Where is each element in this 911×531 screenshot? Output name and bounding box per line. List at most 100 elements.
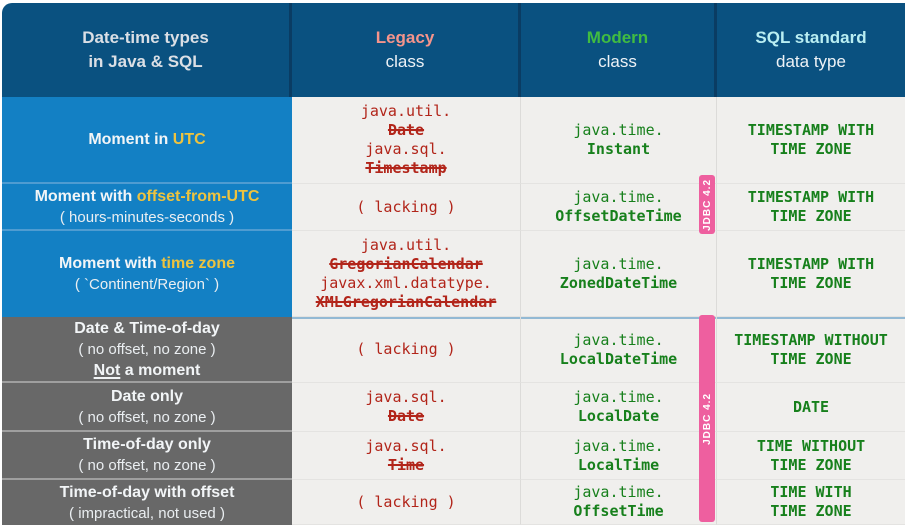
sql-type-line: TIME WITH [770, 483, 852, 501]
header-title-line1: Date-time types [82, 28, 209, 47]
row-title: Time-of-day with offset [59, 483, 235, 501]
lacking-label: ( lacking ) [356, 340, 456, 358]
legacy-cell-moment-in-utc: java.util. Date java.sql. Timestamp [292, 97, 521, 184]
sql-cell-timestamp-with-tz-3: TIMESTAMP WITH TIME ZONE [717, 231, 905, 317]
header-cell-sql: SQL standard data type [717, 3, 905, 97]
modern-package-line: java.time. [573, 188, 664, 206]
sql-type-line: TIME ZONE [770, 502, 852, 520]
row-subtitle: ( no offset, no zone ) [78, 408, 216, 426]
legacy-cell-lacking-2: ( lacking ) [292, 317, 521, 383]
legacy-cell-sql-time: java.sql. Time [292, 432, 521, 480]
legacy-class-line: Timestamp [365, 159, 447, 177]
legacy-package-line: javax.xml.datatype. [320, 273, 492, 292]
row-title: Date only [110, 387, 183, 405]
jdbc-badge-local-types: JDBC 4.2 [699, 315, 715, 522]
sql-type-line: TIME ZONE [770, 140, 852, 158]
jdbc-badge-offsetdatetime: JDBC 4.2 [699, 175, 715, 234]
legacy-package-line: java.sql. [365, 140, 447, 158]
lacking-label: ( lacking ) [356, 197, 456, 216]
jdbc-badge-label: JDBC 4.2 [701, 178, 713, 231]
header-legacy-label: Legacy [375, 28, 435, 47]
jdbc-badge-label: JDBC 4.2 [701, 392, 713, 445]
row-label-timeofday-only: Time-of-day only ( no offset, no zone ) [2, 432, 292, 480]
row-label-date-timeofday: Date & Time-of-day ( no offset, no zone … [2, 317, 292, 383]
sql-cell-date: DATE [717, 383, 905, 432]
sql-type-line: TIMESTAMP WITH [747, 188, 875, 206]
modern-package-line: java.time. [573, 121, 664, 139]
legacy-class-line: Date [387, 407, 425, 425]
legacy-package-line: java.util. [360, 235, 452, 254]
row-subtitle: ( no offset, no zone ) [78, 457, 216, 474]
row-note-text: a moment [120, 361, 201, 379]
row-subtitle: ( `Continent/Region` ) [74, 276, 220, 293]
legacy-class-line: Time [387, 455, 425, 474]
row-note: Not a moment [94, 360, 201, 381]
modern-package-line: java.time. [573, 254, 664, 273]
header-sql-sublabel: data type [776, 52, 846, 71]
legacy-class-line: GregorianCalendar [329, 254, 483, 273]
modern-class-line: ZonedDateTime [559, 273, 678, 292]
row-title-highlight: time zone [161, 255, 235, 272]
modern-package-line: java.time. [573, 330, 664, 349]
row-title-highlight: UTC [172, 131, 206, 148]
modern-cell-localdatetime: java.time. LocalDateTime [521, 317, 717, 383]
row-title: Date & Time-of-day [74, 319, 220, 337]
sql-type-line: TIME ZONE [770, 273, 852, 292]
lacking-label: ( lacking ) [356, 492, 456, 511]
datetime-types-table: Date-time types in Java & SQL Legacy cla… [2, 3, 905, 525]
row-subtitle: ( impractical, not used ) [69, 504, 225, 522]
modern-cell-zoneddatetime: java.time. ZonedDateTime [521, 231, 717, 317]
header-cell-legacy: Legacy class [292, 3, 521, 97]
sql-type-line: TIME WITHOUT [756, 436, 866, 455]
row-subtitle: ( no offset, no zone ) [78, 340, 216, 358]
legacy-cell-sql-date: java.sql. Date [292, 383, 521, 432]
header-title-line2: in Java & SQL [88, 52, 203, 71]
sql-type-line: TIME ZONE [770, 455, 852, 474]
row-note-underlined: Not [93, 361, 121, 379]
row-title: Moment with offset-from-UTC [35, 186, 260, 207]
row-title-text: Moment with [34, 187, 137, 205]
legacy-cell-gregoriancalendar: java.util. GregorianCalendar javax.xml.d… [292, 231, 521, 317]
sql-cell-timestamp-without-tz: TIMESTAMP WITHOUT TIME ZONE [717, 317, 905, 383]
sql-cell-time-without-tz: TIME WITHOUT TIME ZONE [717, 432, 905, 480]
legacy-package-line: java.sql. [365, 436, 447, 455]
modern-class-line: OffsetDateTime [555, 207, 682, 225]
modern-cell-instant: java.time. Instant [521, 97, 717, 184]
modern-class-line: LocalDate [577, 407, 660, 425]
modern-class-line: Instant [586, 140, 651, 158]
legacy-package-line: java.sql. [365, 388, 447, 406]
header-sql-label: SQL standard [755, 28, 867, 47]
modern-package-line: java.time. [573, 483, 664, 501]
legacy-cell-lacking-3: ( lacking ) [292, 480, 521, 525]
row-title-text: Moment in [88, 131, 173, 148]
row-label-moment-offset: Moment with offset-from-UTC ( hours-minu… [2, 184, 292, 231]
sql-type-line: TIMESTAMP WITH [747, 254, 875, 273]
modern-class-line: OffsetTime [573, 502, 664, 520]
sql-type-line: TIMESTAMP WITH [747, 121, 875, 139]
row-subtitle: ( hours-minutes-seconds ) [59, 208, 235, 226]
legacy-class-line: Date [387, 121, 425, 139]
modern-cell-localdate: java.time. LocalDate [521, 383, 717, 432]
legacy-package-line: java.util. [360, 102, 452, 120]
row-title: Moment in UTC [88, 129, 205, 150]
row-title: Moment with time zone [59, 253, 235, 274]
header-legacy-sublabel: class [385, 52, 425, 71]
legacy-cell-lacking-1: ( lacking ) [292, 184, 521, 231]
header-cell-types: Date-time types in Java & SQL [2, 3, 292, 97]
legacy-class-line: XMLGregorianCalendar [315, 292, 497, 311]
sql-cell-timestamp-with-tz-2: TIMESTAMP WITH TIME ZONE [717, 184, 905, 231]
row-label-date-only: Date only ( no offset, no zone ) [2, 383, 292, 432]
header-cell-modern: Modern class [521, 3, 717, 97]
row-title-text: Moment with [58, 255, 162, 272]
sql-type-line: TIME ZONE [770, 349, 852, 368]
header-modern-sublabel: class [598, 52, 637, 71]
sql-type-line: TIME ZONE [770, 207, 852, 225]
modern-cell-localtime: java.time. LocalTime [521, 432, 717, 480]
sql-type-line: DATE [792, 397, 830, 416]
header-modern-label: Modern [586, 28, 649, 47]
row-label-timeofday-offset: Time-of-day with offset ( impractical, n… [2, 480, 292, 525]
sql-cell-timestamp-with-tz-1: TIMESTAMP WITH TIME ZONE [717, 97, 905, 184]
row-label-moment-in-utc: Moment in UTC [2, 97, 292, 184]
row-label-moment-timezone: Moment with time zone ( `Continent/Regio… [2, 231, 292, 317]
sql-cell-time-with-tz: TIME WITH TIME ZONE [717, 480, 905, 525]
